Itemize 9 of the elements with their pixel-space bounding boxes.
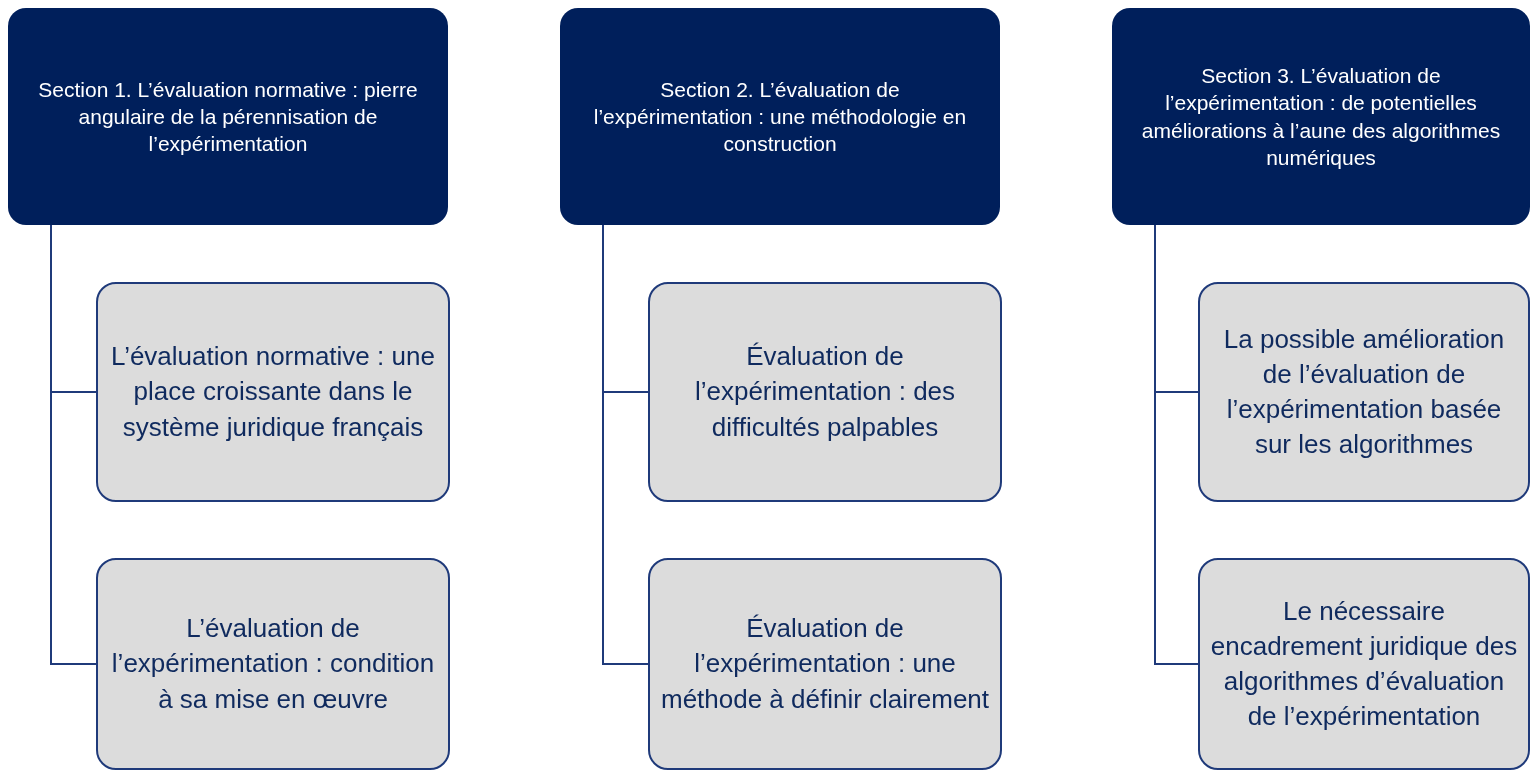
subsection-box: La possible amélioration de l’évaluation de l’expérimentation basée sur les algorithmes [1198, 282, 1530, 502]
subsection-box: Évaluation de l’expérimentation : des difficultés palpables [648, 282, 1002, 502]
subsection-box: L’évaluation normative : une place croissante dans le système juridique français [96, 282, 450, 502]
section-header-box: Section 1. L’évaluation normative : pierre angulaire de la pérennisation de l’expérimentation [8, 8, 448, 225]
section-header-box: Section 2. L’évaluation de l’expérimentation : une méthodologie en construction [560, 8, 1000, 225]
subsection-box: Évaluation de l’expérimentation : une méthode à définir clairement [648, 558, 1002, 770]
subsection-box: Le nécessaire encadrement juridique des algorithmes d’évaluation de l’expérimentation [1198, 558, 1530, 770]
subsection-box: L’évaluation de l’expérimentation : condition à sa mise en œuvre [96, 558, 450, 770]
section-header-box: Section 3. L’évaluation de l’expérimentation : de potentielles améliorations à l’aune des algorithmes numériques [1112, 8, 1530, 225]
